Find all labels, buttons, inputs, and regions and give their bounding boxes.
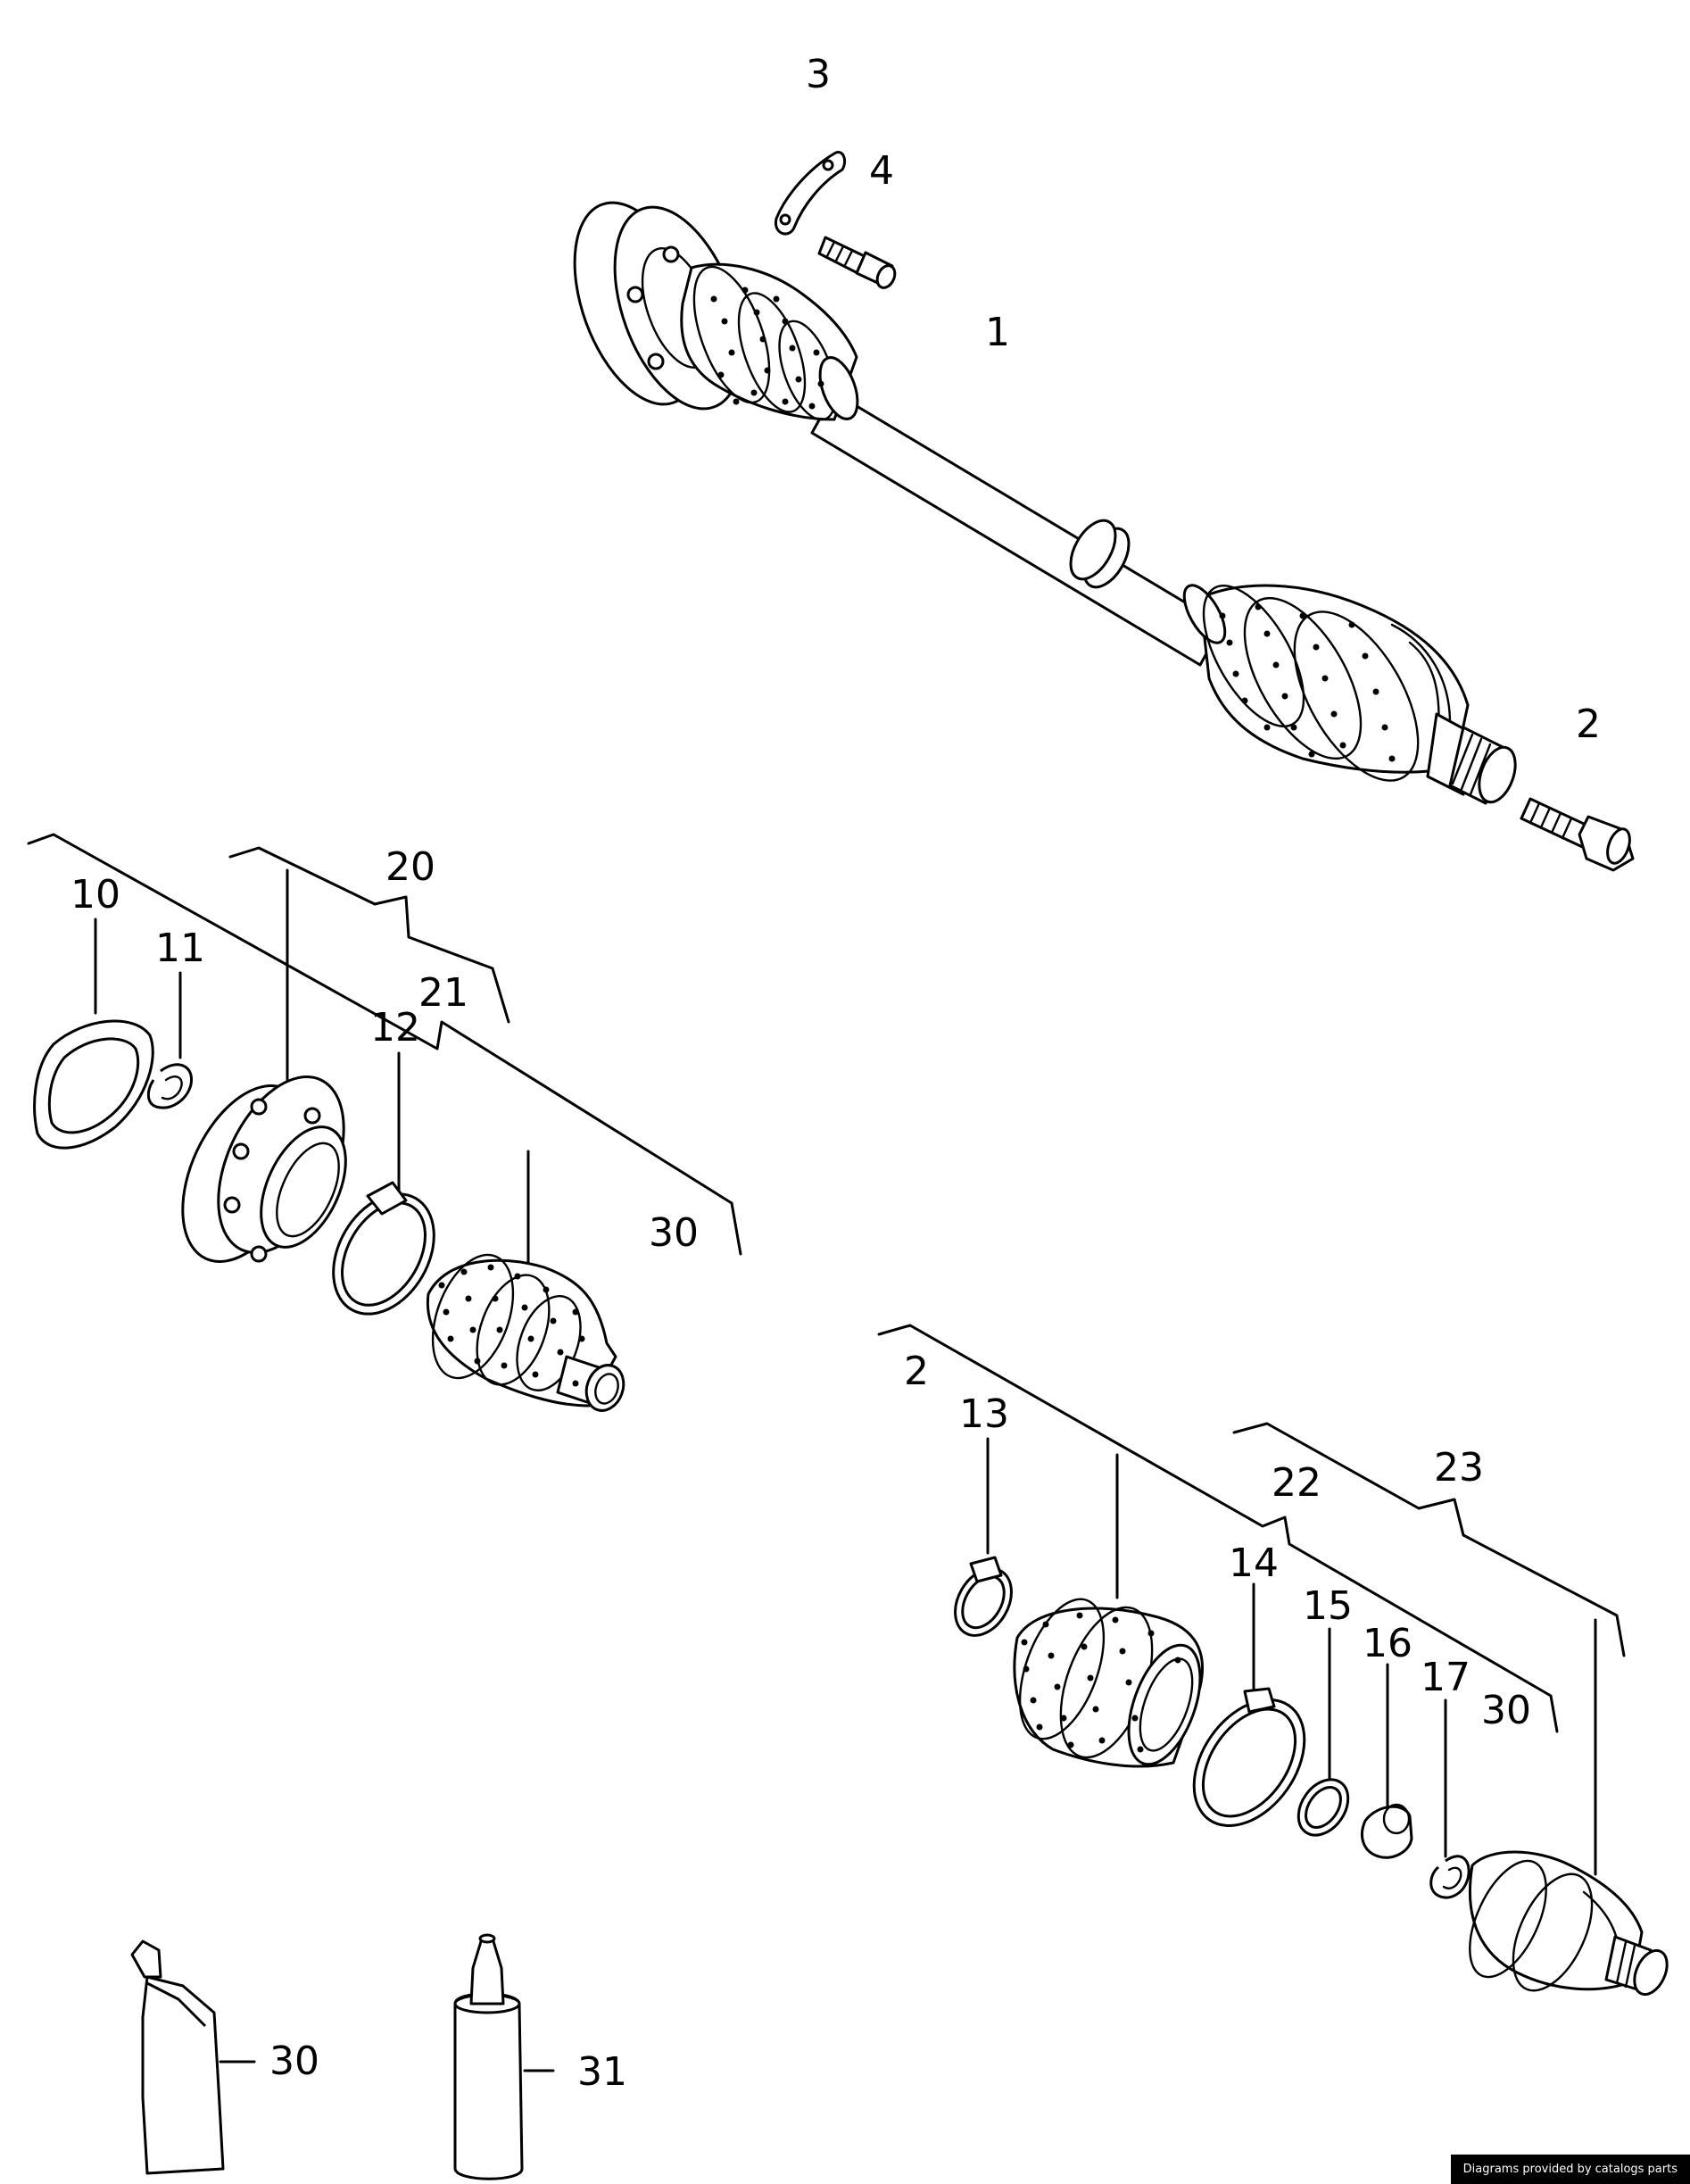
callout-17: 17 [1421, 1655, 1470, 1700]
grease-tube-part-30 [130, 1939, 256, 2175]
clamp-part-12 [332, 1181, 435, 1316]
callout-4: 4 [869, 148, 894, 194]
callout-2: 2 [1576, 702, 1601, 747]
callout-1: 1 [985, 310, 1010, 355]
hex-bolt-part-2 [1520, 797, 1635, 872]
callout-15: 15 [1303, 1583, 1353, 1629]
callout-22: 22 [1272, 1460, 1321, 1506]
callout-12: 12 [370, 1005, 420, 1050]
circlip-part-11 [146, 1063, 194, 1109]
bolt-part-4 [817, 236, 897, 289]
callout-3: 3 [806, 52, 831, 97]
drive-shaft-part-1 [573, 201, 1517, 805]
callout-30-bottom: 30 [269, 2039, 319, 2084]
callout-31: 31 [577, 2049, 627, 2095]
inner-joint-part-20 [181, 1075, 347, 1263]
callout-30-right: 30 [1481, 1688, 1531, 1733]
bushing-part-16 [1361, 1803, 1413, 1859]
outer-boot-part-22 [1013, 1598, 1205, 1768]
small-clamp-part-13 [954, 1556, 1013, 1637]
callout-30-left: 30 [649, 1210, 699, 1256]
inner-boot-part-21 [426, 1253, 625, 1412]
bracket-30-right [877, 1324, 1559, 1733]
bracket-20 [228, 846, 510, 1024]
callout-2-right: 2 [904, 1349, 929, 1394]
large-clamp-part-14 [1192, 1687, 1306, 1828]
callout-11: 11 [155, 926, 205, 971]
washer-part-15 [1296, 1778, 1350, 1837]
snap-ring-part-17 [1429, 1855, 1470, 1899]
callout-23: 23 [1434, 1445, 1484, 1491]
callout-13: 13 [959, 1391, 1009, 1437]
callout-20: 20 [385, 844, 435, 890]
bracket-30-left [27, 833, 742, 1256]
lock-plate-part-3 [774, 151, 847, 236]
outer-joint-part-23 [1468, 1850, 1669, 1997]
sealant-bottle-part-31 [453, 1933, 555, 2180]
callout-21: 21 [418, 970, 468, 1016]
callout-14: 14 [1229, 1540, 1279, 1586]
callout-16: 16 [1363, 1621, 1412, 1666]
bracket-23 [1232, 1422, 1626, 1657]
callout-10: 10 [70, 872, 120, 918]
gasket-part-10 [33, 1019, 154, 1150]
footer-credit: Diagrams provided by catalogs parts [1450, 2155, 1690, 2184]
